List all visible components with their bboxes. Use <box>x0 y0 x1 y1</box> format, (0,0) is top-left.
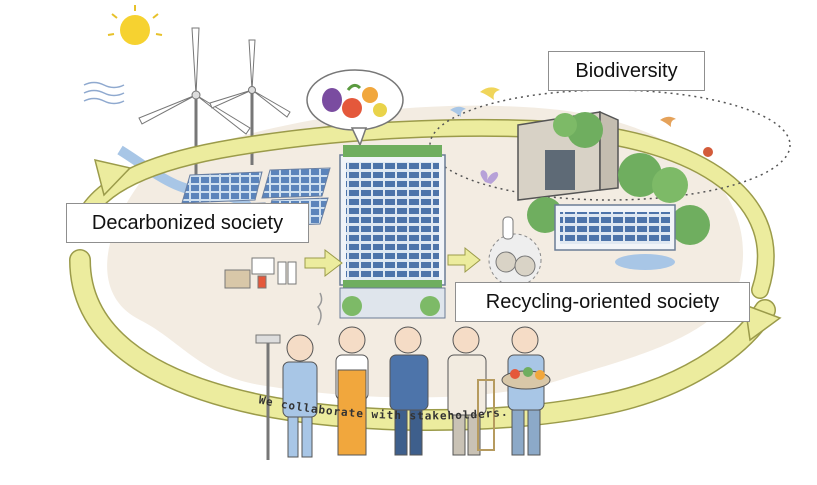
wind-turbine-icon <box>138 27 291 175</box>
sun-icon <box>83 5 163 105</box>
stakeholders-group <box>255 292 551 460</box>
person-farmer <box>501 326 551 456</box>
recycling-society-label: Recycling-oriented society <box>455 282 750 322</box>
recycle-icon <box>488 216 542 287</box>
goods-boxes <box>224 257 297 289</box>
food-bubble-icon <box>306 69 404 147</box>
biodiversity-label: Biodiversity <box>548 51 705 91</box>
bird-icon <box>450 87 713 157</box>
flow-arrow-out <box>447 246 481 274</box>
person-manager <box>447 326 495 456</box>
lower-building <box>554 204 676 270</box>
bird-flight-path <box>429 89 791 201</box>
decarbonized-society-label: Decarbonized society <box>66 203 309 243</box>
person-cafe <box>317 292 369 456</box>
person-worker <box>255 334 318 460</box>
butterfly-icon <box>480 170 499 184</box>
green-building <box>517 110 710 245</box>
flow-arrow-in <box>304 248 343 278</box>
office-building <box>339 145 446 319</box>
person-business <box>389 326 429 456</box>
